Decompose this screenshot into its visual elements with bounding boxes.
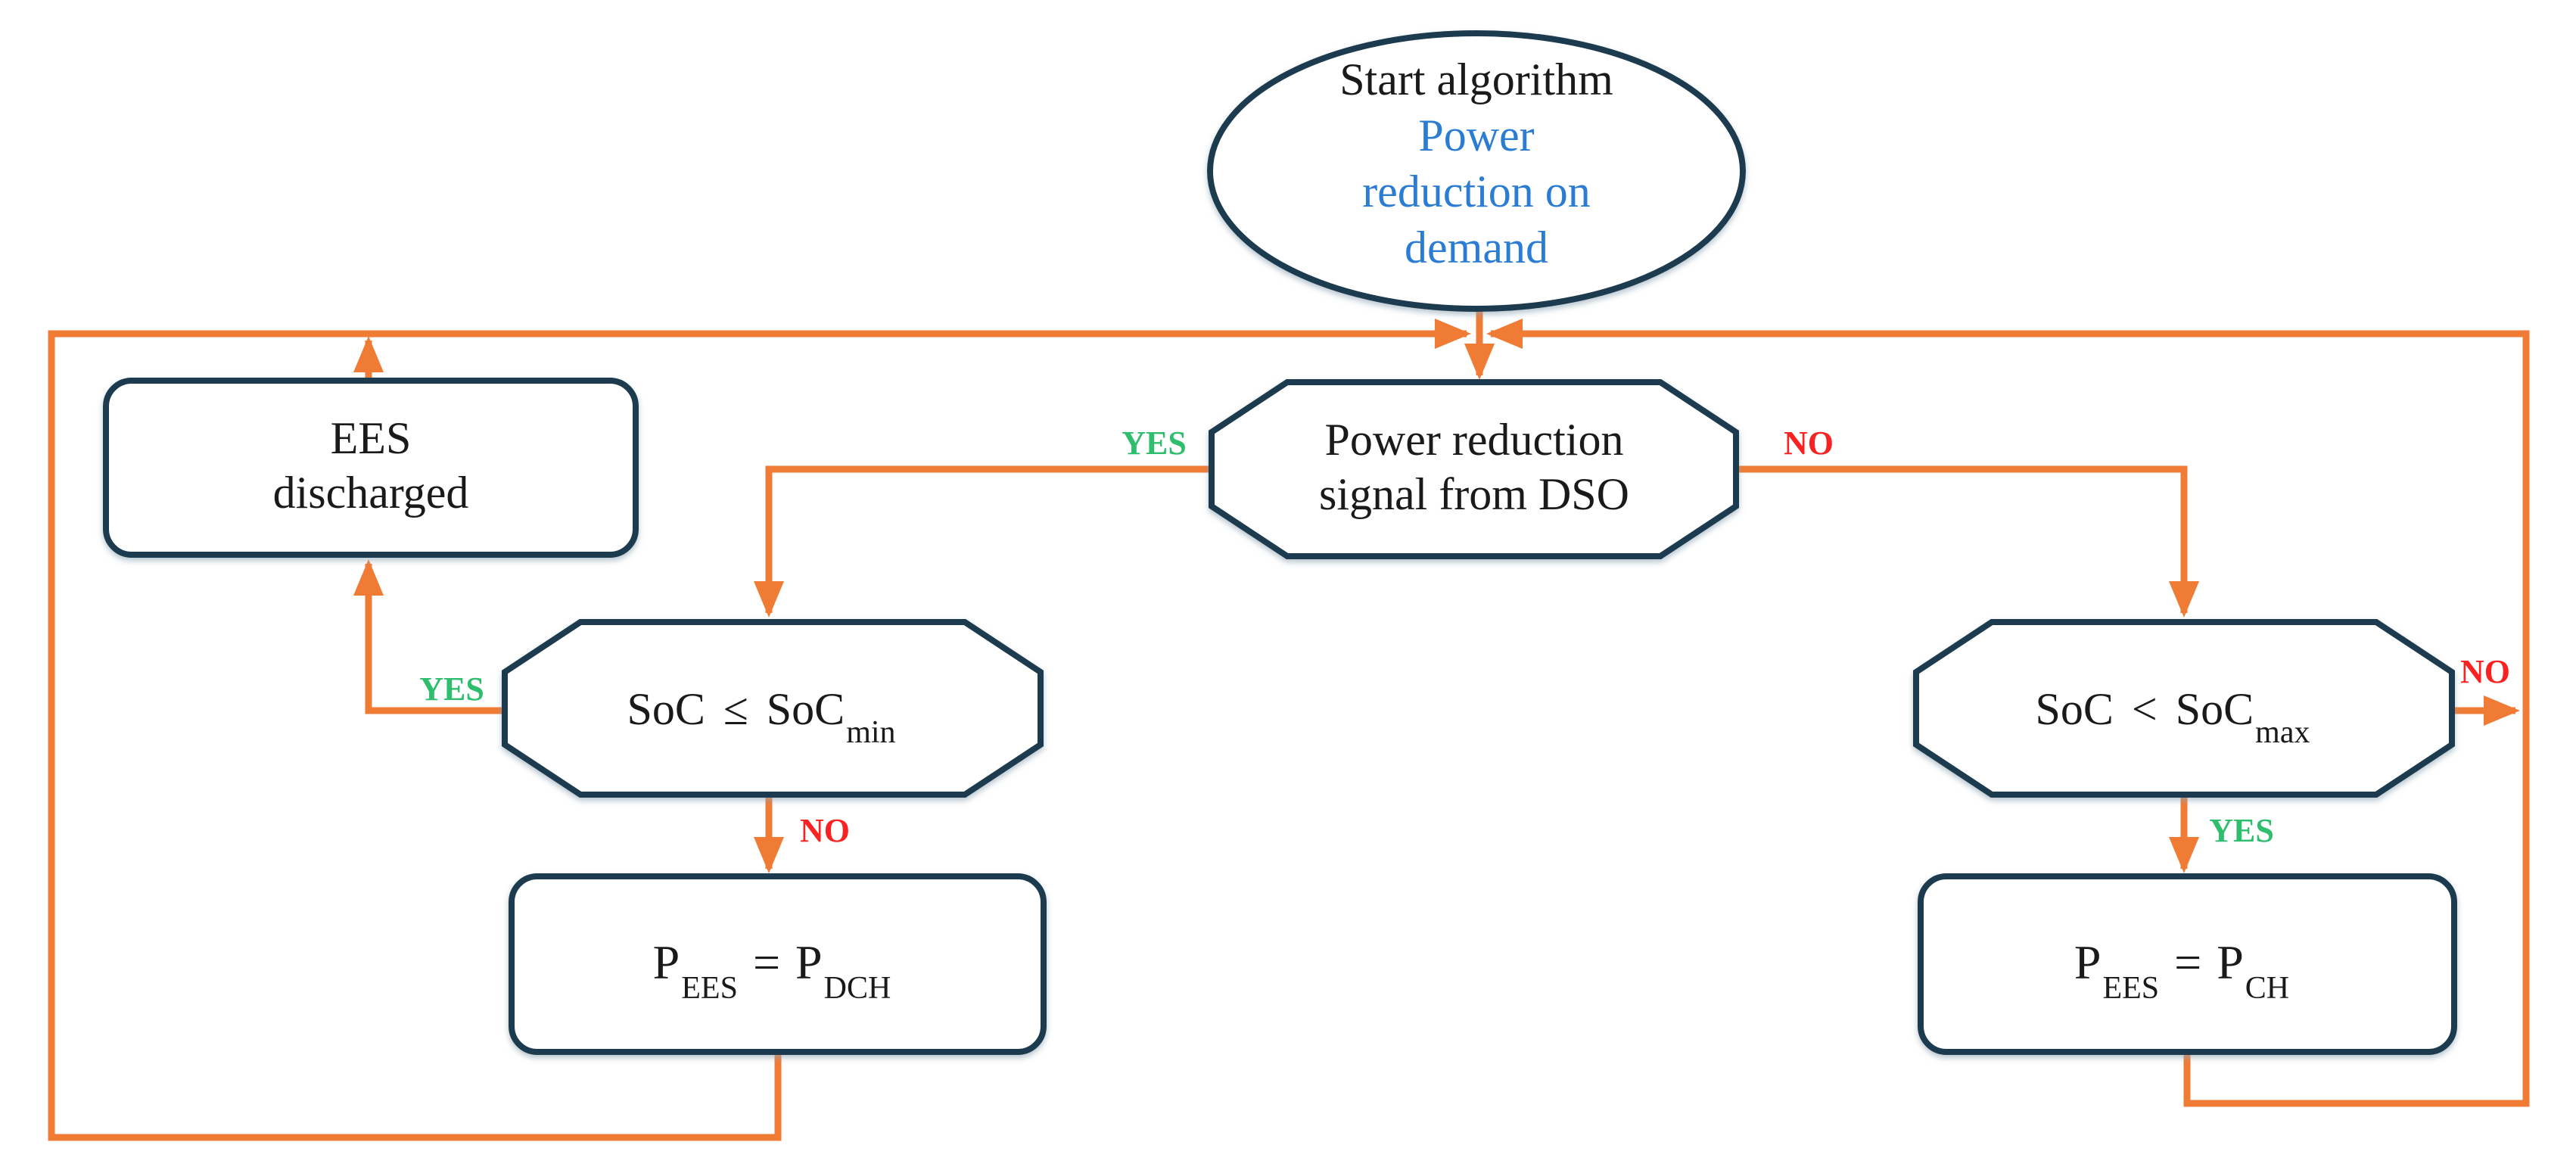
p-ch-symbol2: P	[2217, 935, 2244, 989]
p-dch-text: PEES=PDCH	[653, 935, 891, 1006]
edge-socmin-yes	[353, 559, 505, 714]
soc-max-rhs: SoC	[2176, 684, 2254, 734]
soc-max-subscript: max	[2255, 715, 2310, 750]
socmax-no-label: NO	[2460, 653, 2510, 690]
edge-dso-no	[1736, 465, 2199, 618]
p-dch-symbol2: P	[795, 935, 823, 989]
flow-shapes	[103, 30, 2457, 1055]
dso-decision-text-line1: Power reduction	[1325, 415, 1624, 465]
soc-min-lhs: SoC	[627, 684, 705, 734]
p-dch-symbol1: P	[653, 935, 680, 989]
soc-max-decision-text: SoC<SoCmax	[2036, 684, 2310, 750]
p-ch-subscript2: CH	[2245, 971, 2289, 1006]
p-ch-operator: =	[2174, 935, 2201, 989]
soc-max-decision-octagon	[1913, 619, 2455, 798]
dso-no-label: NO	[1784, 425, 1834, 462]
soc-min-subscript: min	[846, 715, 895, 750]
p-dch-box	[509, 873, 1047, 1055]
flow-edges	[48, 305, 2530, 1141]
socmin-yes-label: YES	[419, 671, 484, 708]
ees-discharged-box	[103, 378, 639, 558]
dso-decision-text-line2: signal from DSO	[1319, 469, 1629, 519]
p-dch-subscript2: DCH	[824, 971, 891, 1006]
ees-discharged-text-line1: EES	[331, 413, 412, 463]
flow-edge-labels: YES NO YES NO NO YES	[419, 425, 2510, 849]
dso-yes-label: YES	[1122, 425, 1187, 462]
start-subtitle-line1: Power	[1418, 110, 1534, 160]
ees-discharged-text-line2: discharged	[273, 468, 469, 518]
start-ellipse	[1207, 30, 1746, 312]
p-ch-subscript1: EES	[2102, 971, 2159, 1006]
socmin-no-label: NO	[800, 812, 850, 849]
start-title-text: Start algorithm	[1339, 54, 1613, 104]
start-subtitle-line3: demand	[1405, 222, 1548, 272]
soc-min-decision-text: SoC≤SoCmin	[627, 684, 895, 750]
edge-right-return-loop	[1486, 319, 2530, 1107]
p-ch-symbol1: P	[2074, 935, 2102, 989]
dso-decision-octagon	[1209, 379, 1739, 559]
soc-min-decision-octagon	[502, 619, 1044, 798]
start-subtitle-line2: reduction on	[1362, 166, 1591, 216]
soc-min-rhs: SoC	[767, 684, 845, 734]
p-ch-text: PEES=PCH	[2074, 935, 2289, 1006]
p-ch-box	[1918, 873, 2457, 1055]
edge-left-return-loop	[48, 319, 1471, 1141]
flow-node-texts: Start algorithm Power reduction on deman…	[273, 54, 2310, 1006]
soc-min-operator: ≤	[723, 684, 748, 734]
soc-max-lhs: SoC	[2036, 684, 2114, 734]
soc-max-operator: <	[2132, 684, 2158, 734]
p-dch-subscript1: EES	[681, 971, 738, 1006]
p-dch-operator: =	[753, 935, 780, 989]
socmax-yes-label: YES	[2209, 812, 2274, 849]
edge-dso-yes	[754, 465, 1212, 618]
